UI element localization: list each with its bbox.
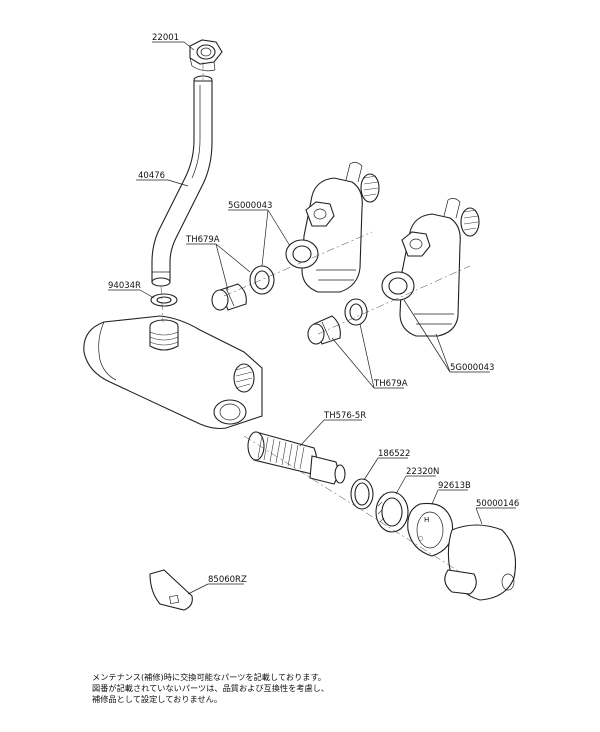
footnote-line: 補修品として設定しておりません。	[92, 694, 223, 704]
label-5g000043-lower: 5G000043	[450, 363, 494, 373]
leader-lines	[108, 41, 516, 595]
svg-text:H: H	[424, 516, 429, 524]
pipe-40476	[151, 75, 213, 287]
label-th576-5r: TH576-5R	[323, 411, 366, 421]
axis-line	[223, 231, 373, 297]
axis-line	[160, 285, 164, 323]
gasket-lower	[344, 298, 368, 326]
cartridge-th576-5r	[247, 431, 346, 485]
valve-upper-5g000043	[285, 162, 380, 293]
label-186522: 186522	[378, 449, 410, 459]
faucet-body	[83, 315, 263, 430]
key-85060rz	[149, 569, 193, 611]
check-valve-lower-th679a	[307, 315, 341, 345]
axis-line	[317, 265, 471, 335]
check-valve-upper-th679a	[211, 283, 247, 311]
handle-50000146	[444, 524, 517, 601]
cap-ring-22320n	[375, 491, 409, 533]
valve-lower-5g000043	[381, 198, 480, 337]
label-92613b: 92613B	[438, 481, 471, 491]
footnote-line: メンテナンス(補修)時に交換可能なパーツを記載しております。	[92, 672, 326, 682]
label-5g000043-upper: 5G000043	[228, 201, 272, 211]
label-40476: 40476	[138, 171, 165, 181]
label-th679a-lower: TH679A	[373, 379, 408, 389]
label-50000146: 50000146	[476, 499, 519, 509]
label-th679a-upper: TH679A	[185, 235, 220, 245]
gasket-upper	[249, 265, 275, 295]
label-22320n: 22320N	[406, 467, 439, 477]
label-22001: 22001	[152, 33, 179, 43]
label-94034r: 94034R	[108, 281, 141, 291]
footnote-line: 図番が記載されていないパーツは、品質および互換性を考慮し、	[92, 683, 330, 693]
svg-text:○: ○	[418, 535, 423, 542]
nut-22001	[189, 39, 223, 72]
axis-line	[243, 435, 461, 573]
ring-186522	[350, 478, 374, 510]
label-85060rz: 85060RZ	[208, 575, 247, 585]
maintenance-footnote: メンテナンス(補修)時に交換可能なパーツを記載しております。 図番が記載されてい…	[92, 672, 532, 705]
washer-94034r	[150, 293, 178, 307]
dial-ring-92613b: H ○	[407, 502, 454, 557]
